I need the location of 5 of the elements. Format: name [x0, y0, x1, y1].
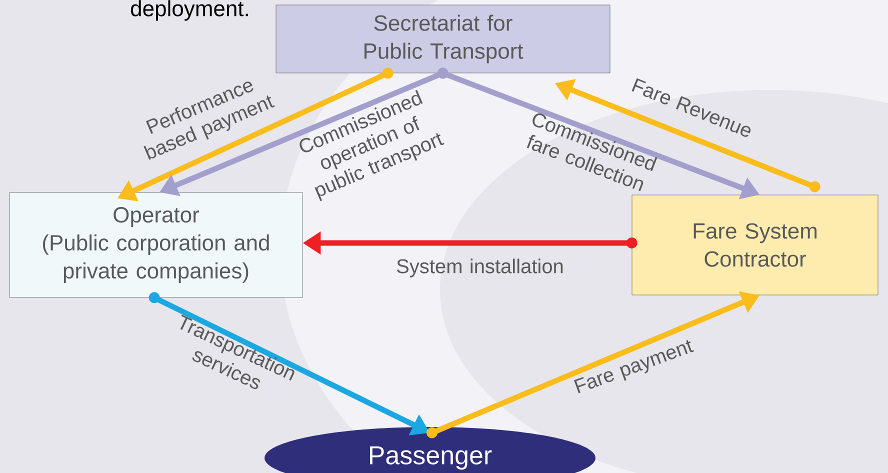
process-box: Secretariat for Public Transport [276, 4, 610, 74]
heading-text: deployment. [131, 0, 248, 21]
edge-label: System installation [397, 258, 563, 278]
process-box: Fare System Contractor [632, 194, 878, 296]
process-box: Operator (Public corporation and private companies) [9, 192, 303, 298]
